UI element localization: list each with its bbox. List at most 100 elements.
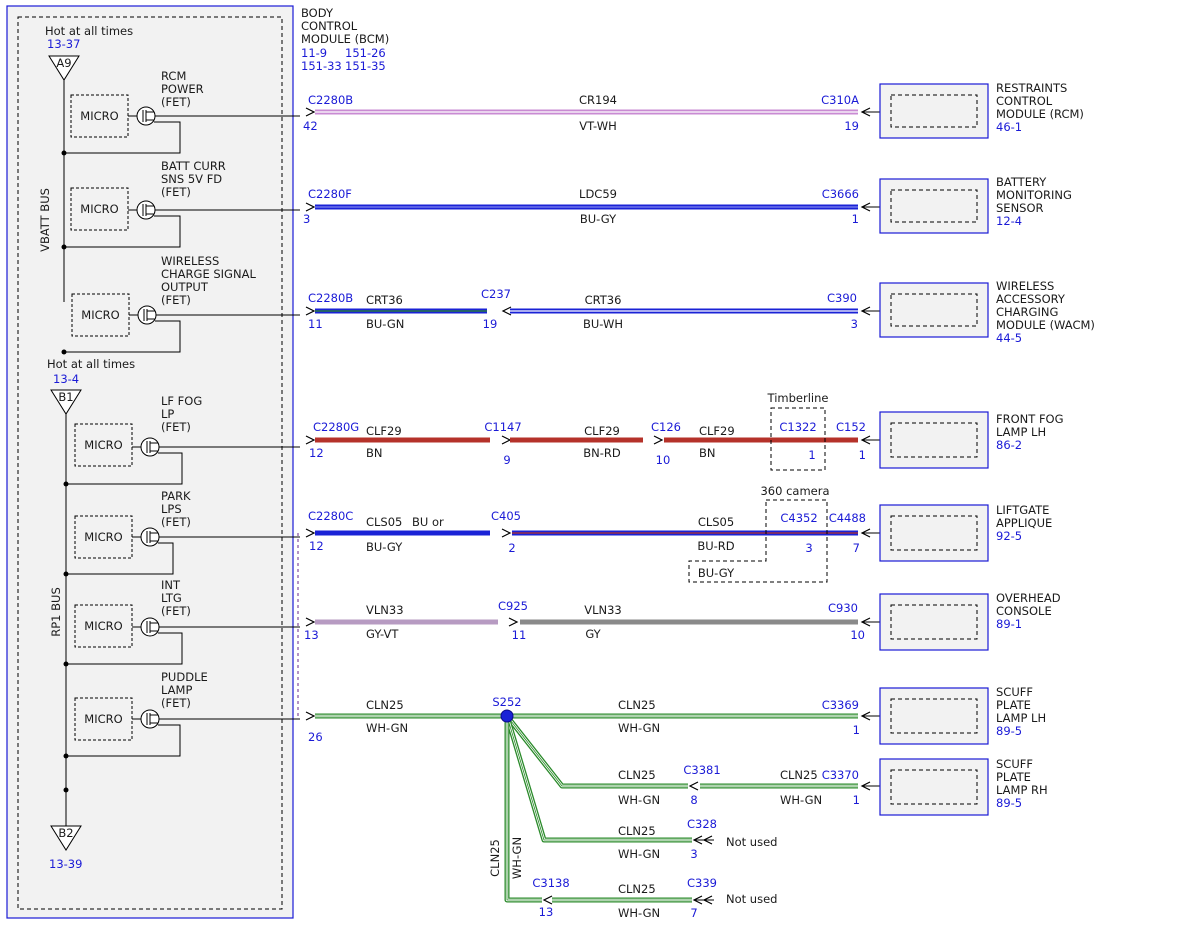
conn-c3381[interactable]: C3381 xyxy=(683,763,720,777)
module-ref[interactable]: 89-1 xyxy=(996,617,1022,631)
wire-cln25-vertical[interactable] xyxy=(504,716,542,903)
color-wh-gn-rh-b: WH-GN xyxy=(780,793,822,807)
conn-c310a[interactable]: C310A xyxy=(821,93,859,107)
fet-output-label: SNS 5V FD xyxy=(161,172,222,186)
connector-arrow-icon xyxy=(305,711,316,721)
conn-c339[interactable]: C339 xyxy=(687,876,717,890)
micro-label: MICRO xyxy=(84,712,122,726)
module-block[interactable] xyxy=(879,504,989,562)
module-block[interactable] xyxy=(879,178,989,234)
pin-19-c237: 19 xyxy=(483,317,498,331)
conn-c2280g[interactable]: C2280G xyxy=(313,420,359,434)
module-name-line: WIRELESS xyxy=(996,279,1054,293)
terminal-b2-label: B2 xyxy=(58,826,73,840)
conn-c1147[interactable]: C1147 xyxy=(484,420,521,434)
module-ref[interactable]: 12-4 xyxy=(996,214,1022,228)
conn-c2280b-2[interactable]: C2280B xyxy=(308,291,353,305)
fet-output-label: LF FOG xyxy=(161,394,202,408)
bcm-ref-151-35[interactable]: 151-35 xyxy=(345,59,386,73)
module-block[interactable] xyxy=(879,758,989,816)
module-block[interactable] xyxy=(879,687,989,745)
conn-c152[interactable]: C152 xyxy=(836,420,866,434)
conn-c126[interactable]: C126 xyxy=(651,420,681,434)
connector-arrow-icon xyxy=(305,617,316,627)
circuit-crt36-b: CRT36 xyxy=(585,293,622,307)
conn-c2280f[interactable]: C2280F xyxy=(308,187,352,201)
connector-arrow-icon xyxy=(702,835,713,845)
rp1-ref[interactable]: 13-4 xyxy=(53,372,79,386)
splice-s252-label[interactable]: S252 xyxy=(492,695,521,709)
pin-11: 11 xyxy=(308,317,323,331)
bcm-ref-151-33[interactable]: 151-33 xyxy=(301,59,342,73)
conn-c237[interactable]: C237 xyxy=(481,287,511,301)
conn-c2280b-1[interactable]: C2280B xyxy=(308,93,353,107)
module-name-line: LAMP LH xyxy=(996,711,1046,725)
conn-c925[interactable]: C925 xyxy=(498,599,528,613)
color-wh-gn-vertical: WH-GN xyxy=(510,837,524,879)
fet-output-label: PARK xyxy=(161,489,191,503)
supply-wire xyxy=(66,724,181,757)
conn-c930[interactable]: C930 xyxy=(828,601,858,615)
pin-13-c3138: 13 xyxy=(539,905,554,919)
pin-10-c930: 10 xyxy=(850,628,865,642)
pin-1-c152: 1 xyxy=(859,448,866,462)
module-ref[interactable]: 92-5 xyxy=(996,529,1022,543)
pin-19-rcm: 19 xyxy=(844,119,859,133)
fet-symbol-icon xyxy=(142,110,154,122)
b2-ref[interactable]: 13-39 xyxy=(49,857,82,871)
conn-c1322[interactable]: C1322 xyxy=(779,420,816,434)
module-ref[interactable]: 86-2 xyxy=(996,438,1022,452)
splice-s252-dot[interactable] xyxy=(500,709,514,723)
micro-label: MICRO xyxy=(84,619,122,633)
module-ref[interactable]: 89-5 xyxy=(996,796,1022,810)
conn-c405[interactable]: C405 xyxy=(491,509,521,523)
conn-c4352[interactable]: C4352 xyxy=(780,511,817,525)
terminal-a9-label: A9 xyxy=(56,56,71,70)
micro-box xyxy=(74,604,133,648)
fet-output-label: (FET) xyxy=(161,95,191,109)
circuit-cln25-c339: CLN25 xyxy=(618,882,656,896)
module-block[interactable] xyxy=(879,411,989,469)
module-block[interactable] xyxy=(879,83,989,139)
bcm-module[interactable] xyxy=(6,5,294,919)
bcm-ref-11-9[interactable]: 11-9 xyxy=(301,46,327,60)
module-block[interactable] xyxy=(879,282,989,338)
circuit-cls05-a: CLS05 xyxy=(366,515,402,529)
circuit-crt36-a: CRT36 xyxy=(366,293,403,307)
module-ref[interactable]: 44-5 xyxy=(996,331,1022,345)
conn-c328[interactable]: C328 xyxy=(687,817,717,831)
circuit-cln25-c328: CLN25 xyxy=(618,824,656,838)
connector-arrow-icon xyxy=(702,895,713,905)
conn-c390[interactable]: C390 xyxy=(827,291,857,305)
module-name-line: SCUFF xyxy=(996,685,1033,699)
color-wh-gn-rh-a: WH-GN xyxy=(618,793,660,807)
pin-3-bcm: 3 xyxy=(303,212,310,226)
conn-c3138[interactable]: C3138 xyxy=(532,876,569,890)
wire-cln25-rh-a[interactable] xyxy=(505,714,688,789)
fet-symbol-icon xyxy=(146,621,158,633)
circuit-vln33-b: VLN33 xyxy=(584,603,622,617)
color-wh-gn-main: WH-GN xyxy=(366,721,408,735)
module-block[interactable] xyxy=(879,593,989,651)
bcm-ref-151-26[interactable]: 151-26 xyxy=(345,46,386,60)
module-ref[interactable]: 89-5 xyxy=(996,724,1022,738)
conn-c3370[interactable]: C3370 xyxy=(822,768,859,782)
wire-cln25-c328[interactable] xyxy=(504,715,692,843)
module-name-line: BATTERY xyxy=(996,175,1047,189)
connector-arrow-icon xyxy=(305,528,316,538)
module-ref[interactable]: 46-1 xyxy=(996,120,1022,134)
pin-10-c126: 10 xyxy=(656,453,671,467)
conn-c4488[interactable]: C4488 xyxy=(829,511,866,525)
conn-c3369[interactable]: C3369 xyxy=(822,698,859,712)
bus-junction-dot xyxy=(63,661,69,667)
color-wh-gn-c328: WH-GN xyxy=(618,847,660,861)
conn-c3666[interactable]: C3666 xyxy=(822,187,859,201)
micro-box xyxy=(70,187,129,231)
conn-c2280c[interactable]: C2280C xyxy=(308,509,353,523)
supply-wire xyxy=(66,542,174,575)
vbatt-ref[interactable]: 13-37 xyxy=(47,37,80,51)
